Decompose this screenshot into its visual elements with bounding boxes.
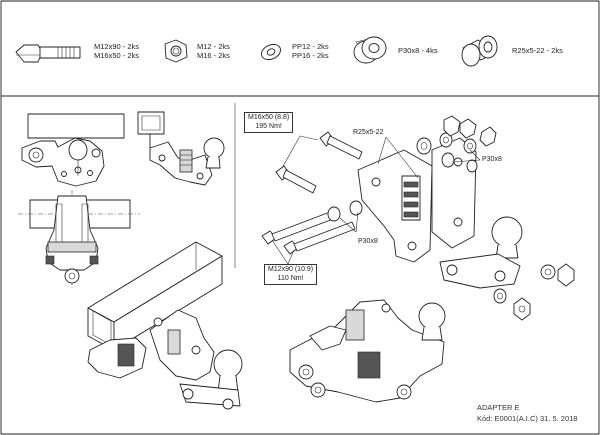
spacer-ring-part bbox=[349, 200, 363, 216]
legend-line: R25x5-22 - 2ks bbox=[512, 46, 563, 55]
callout-line: 110 Nm! bbox=[277, 274, 304, 282]
hardware-stack-top bbox=[416, 115, 497, 173]
spacer-tube-icon bbox=[461, 35, 498, 67]
nut-icon bbox=[164, 39, 188, 63]
bolt-icon bbox=[15, 44, 81, 63]
tow-ball-part bbox=[439, 216, 523, 289]
legend-label-spacer-tubes: R25x5-22 - 2ks bbox=[512, 46, 563, 55]
washer-icon bbox=[261, 43, 281, 61]
bolt-m16-lower bbox=[275, 165, 317, 194]
side-view-drawing bbox=[21, 113, 125, 187]
legend-label-bolts: M12x90 - 2ks M16x50 - 2ks bbox=[94, 42, 139, 60]
front-view-drawing bbox=[18, 190, 140, 290]
side-plate bbox=[431, 137, 477, 249]
callout-spacer-tube: R25x5-22 bbox=[353, 129, 384, 136]
legend-label-washers: PP12 - 2ks PP16 - 2ks bbox=[292, 42, 329, 60]
spacer-ring-part bbox=[327, 206, 341, 222]
footer-code: Kód: E0001(A.I.C) 31. 5. 2018 bbox=[477, 414, 578, 423]
profile-view-drawing bbox=[137, 111, 225, 186]
callout-line: 195 Nm! bbox=[255, 122, 282, 130]
bolt-m12-lower bbox=[283, 221, 356, 255]
legend-line: PP12 - 2ks bbox=[292, 42, 329, 51]
legend-line: M12x90 - 2ks bbox=[94, 42, 140, 51]
legend-label-nuts: M12 - 2ks M16 - 2ks bbox=[197, 42, 230, 60]
callout-line: M12x90 (10.9) bbox=[268, 266, 314, 273]
legend-line: P30x8 - 4ks bbox=[398, 46, 438, 55]
iso-assembly-right bbox=[289, 299, 446, 403]
spacer-ring-icon bbox=[353, 36, 387, 64]
legend-line: M12 - 2ks bbox=[197, 42, 230, 51]
callout-spacer-ring-bottom: P30x8 bbox=[358, 238, 378, 245]
torque-callout-m16: M16x50 (8.8) 195 Nm! bbox=[244, 112, 294, 133]
legend-line: M16 - 2ks bbox=[197, 51, 230, 60]
hardware-stack-bottom bbox=[493, 263, 575, 321]
callout-spacer-ring-top: P30x8 bbox=[482, 156, 502, 163]
legend-label-spacer-rings: P30x8 - 4ks bbox=[398, 46, 438, 55]
iso-assembly-left bbox=[87, 241, 243, 410]
bolt-m16-upper bbox=[319, 131, 363, 160]
legend-line: M16x50 - 2ks bbox=[94, 51, 140, 60]
callout-line: M16x50 (8.8) bbox=[248, 114, 290, 121]
exploded-view-drawing bbox=[261, 115, 575, 321]
footer-title: ADAPTER E bbox=[477, 403, 520, 412]
torque-callout-m12: M12x90 (10.9) 110 Nm! bbox=[264, 264, 318, 285]
legend-line: PP16 - 2ks bbox=[292, 51, 329, 60]
